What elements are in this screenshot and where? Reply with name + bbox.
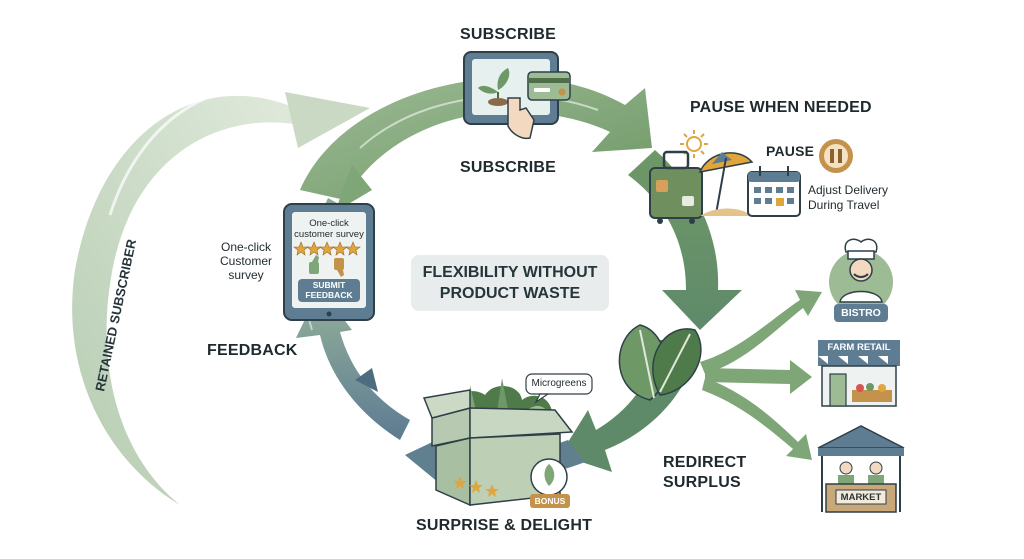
pause-heading: PAUSE WHEN NEEDED: [690, 99, 872, 116]
subscribe-heading: SUBSCRIBE: [460, 26, 557, 43]
subscribe-caption: SUBSCRIBE: [460, 159, 557, 176]
feedback-side-line1: One-click: [220, 240, 271, 254]
submit-feedback-button[interactable]: SUBMIT FEEDBACK: [298, 280, 360, 300]
redirect-arrows: [700, 290, 822, 460]
feedback-heading: FEEDBACK: [207, 342, 298, 359]
submit-line1: SUBMIT: [312, 280, 346, 290]
tablet-hand-icon: [463, 51, 559, 140]
bonus-label: BONUS: [534, 496, 566, 506]
surprise-heading: SURPRISE & DELIGHT: [416, 517, 593, 534]
center-title: FLEXIBILITY WITHOUT PRODUCT WASTE: [411, 255, 609, 311]
redirect-line1: REDIRECT: [663, 454, 747, 471]
farm-retail-label: FARM RETAIL: [827, 342, 891, 353]
storefront-icon: [818, 340, 900, 407]
center-line1: FLEXIBILITY WITHOUT: [422, 264, 598, 281]
tablet-survey-icon: [283, 203, 375, 321]
star-rating-icon: [293, 241, 361, 256]
feedback-side-line2: Customer: [219, 254, 272, 268]
thumbs-up-icon: [309, 255, 319, 274]
microgreens-tag: [525, 373, 593, 404]
bistro-label: BISTRO: [841, 307, 881, 319]
microgreens-label: Microgreens: [531, 378, 587, 389]
survey-screen-text: One-click customer survey: [292, 218, 366, 240]
luggage-icon: [649, 150, 703, 224]
pause-desc-line1: Adjust Delivery: [808, 183, 889, 197]
redirect-line2: SURPLUS: [663, 474, 741, 491]
survey-line2: customer survey: [294, 229, 364, 240]
survey-line1: One-click: [309, 218, 349, 229]
market-stall-icon: [817, 425, 905, 513]
chef-icon: [829, 238, 893, 322]
redirect-heading: REDIRECT SURPLUS: [663, 453, 746, 493]
credit-card-icon: [527, 71, 571, 101]
market-label: MARKET: [840, 492, 882, 503]
veggie-box-icon: [422, 378, 574, 508]
feedback-side-text: One-click Customer survey: [214, 240, 278, 282]
pause-desc-line2: During Travel: [808, 198, 880, 212]
pause-label: PAUSE: [766, 143, 815, 159]
beach-umbrella-icon: [698, 152, 754, 216]
pause-icon: [819, 139, 853, 173]
calendar-icon: [747, 166, 801, 217]
feedback-side-line3: survey: [228, 268, 264, 282]
leafy-greens-icon: [618, 324, 702, 401]
thumbs-down-icon: [334, 258, 344, 277]
center-line2: PRODUCT WASTE: [439, 285, 581, 302]
sun-icon: [680, 130, 708, 158]
submit-line2: FEEDBACK: [305, 290, 353, 300]
retained-subscriber-arc: [72, 84, 370, 506]
